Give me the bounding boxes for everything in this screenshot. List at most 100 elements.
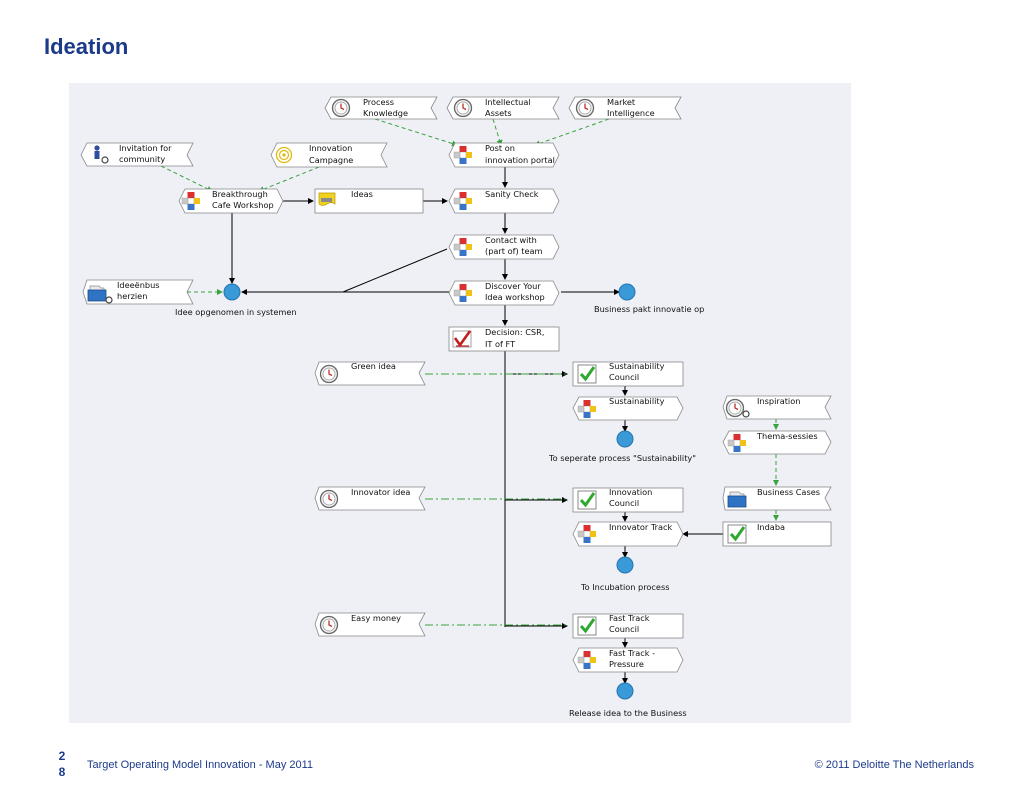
event-process-knowledge: Process Knowledge — [324, 96, 438, 120]
rule-fast-track-council: Fast Track Council — [572, 613, 684, 639]
node-line-2: Council — [609, 624, 639, 634]
event-green-idea: Green idea — [314, 361, 426, 386]
check-icon — [577, 364, 597, 384]
node-line-2: herzien — [117, 291, 147, 301]
event-innovation-campagne: Innovation Campagne — [270, 142, 388, 168]
node-line-1: Sanity Check — [485, 189, 539, 199]
node-line-1: Fast Track — [609, 613, 650, 623]
node-line-1: Contact with — [485, 235, 537, 245]
node-line-2: (part of) team — [485, 246, 543, 256]
function-post-portal: Post on innovation portal — [448, 142, 560, 168]
event-release: Release idea to the Business — [569, 682, 687, 718]
node-line-1: Fast Track - — [609, 648, 655, 658]
node-line-1: Intellectual — [485, 97, 531, 107]
node-line-1: Innovator idea — [351, 487, 410, 497]
node-line-1: Breakthrough — [212, 189, 268, 199]
clock-icon — [319, 489, 339, 509]
page-number: 2 8 — [55, 748, 69, 780]
check-icon — [727, 524, 747, 544]
node-line-2: Intelligence — [607, 108, 655, 118]
folder-icon — [87, 285, 107, 302]
event-label: Release idea to the Business — [569, 708, 687, 718]
function-sustainability: Sustainability — [572, 396, 684, 421]
clock-icon — [331, 98, 351, 118]
event-idee-opgenomen: Idee opgenomen in systemen — [175, 283, 297, 317]
clock-icon — [319, 364, 339, 384]
event-easy-money: Easy money — [314, 612, 426, 637]
node-line-2: Assets — [485, 108, 512, 118]
node-line-1: Indaba — [757, 522, 785, 532]
process-diagram: Process Knowledge Intellectual Assets Ma… — [69, 83, 851, 723]
function-fast-track-pressure: Fast Track - Pressure — [572, 647, 684, 673]
rule-indaba: Indaba — [722, 521, 832, 547]
node-line-1: Innovator Track — [609, 522, 673, 532]
function-sanity-check: Sanity Check — [448, 188, 560, 214]
node-line-2: Council — [609, 498, 639, 508]
rule-sustainability-council: Sustainability Council — [572, 361, 684, 387]
folder-icon — [727, 491, 747, 508]
event-incubation: To Incubation process — [580, 556, 669, 592]
clock-icon — [575, 98, 595, 118]
node-line-1: Sustainability — [609, 396, 665, 406]
page-title: Ideation — [44, 34, 129, 59]
node-line-2: Campagne — [309, 155, 353, 165]
node-line-1: Sustainability — [609, 361, 665, 371]
rule-innovation-council: Innovation Council — [572, 487, 684, 513]
function-discover: Discover Your Idea workshop — [448, 280, 560, 306]
refresh-icon — [105, 296, 113, 304]
node-line-2: innovation portal — [485, 155, 555, 165]
event-inspiration: Inspiration — [722, 395, 832, 420]
connectors — [160, 118, 779, 684]
document-icon — [318, 192, 336, 206]
event-separate-process: To seperate process "Sustainability" — [548, 430, 696, 463]
node-line-2: community — [119, 154, 165, 164]
node-line-2: Cafe Workshop — [212, 200, 274, 210]
footer-title: Target Operating Model Innovation - May … — [87, 759, 314, 771]
node-line-2: IT of FT — [485, 339, 516, 349]
event-intellectual-assets: Intellectual Assets — [446, 96, 560, 120]
event-innovator-idea: Innovator idea — [314, 486, 426, 511]
node-line-2: Council — [609, 372, 639, 382]
node-line-1: Ideeënbus — [117, 280, 160, 290]
swirl-icon — [275, 146, 293, 164]
node-line-1: Process — [363, 97, 394, 107]
person-icon — [94, 145, 109, 164]
node-line-2: Knowledge — [363, 108, 408, 118]
node-line-1: Decision: CSR, — [485, 327, 544, 337]
event-invitation: Invitation for community — [80, 142, 194, 167]
function-breakthrough: Breakthrough Cafe Workshop — [178, 188, 284, 214]
node-line-1: Thema-sessies — [756, 431, 818, 441]
function-innovator-track: Innovator Track — [572, 521, 684, 547]
function-contact-team: Contact with (part of) team — [448, 234, 560, 260]
node-line-1: Market — [607, 97, 636, 107]
decision-check-icon — [452, 330, 472, 348]
check-icon — [577, 490, 597, 510]
clock-icon — [453, 98, 473, 118]
node-line-1: Easy money — [351, 613, 401, 623]
page-number-digit-2: 8 — [58, 765, 66, 779]
page-number-digit-1: 2 — [58, 749, 66, 763]
event-market-intelligence: Market Intelligence — [568, 96, 682, 120]
function-thema-sessies: Thema-sessies — [722, 430, 832, 455]
node-line-1: Ideas — [351, 189, 373, 199]
refresh-icon — [742, 410, 750, 418]
rule-decision: Decision: CSR, IT of FT — [448, 326, 560, 352]
clock-icon — [319, 615, 339, 635]
document-business-cases: Business Cases — [722, 486, 832, 511]
node-line-1: Business Cases — [757, 487, 820, 497]
node-line-2: Idea workshop — [485, 292, 545, 302]
node-line-2: Pressure — [609, 659, 644, 669]
event-label: To seperate process "Sustainability" — [548, 453, 696, 463]
node-line-1: Green idea — [351, 361, 396, 371]
node-line-1: Inspiration — [757, 396, 800, 406]
document-ideas: Ideas — [314, 188, 424, 214]
node-line-1: Innovation — [609, 487, 652, 497]
event-label: Idee opgenomen in systemen — [175, 307, 297, 317]
event-business-pakt: Business pakt innovatie op — [594, 283, 704, 314]
event-label: To Incubation process — [580, 582, 669, 592]
node-line-1: Innovation — [309, 143, 352, 153]
node-line-1: Post on — [485, 143, 515, 153]
event-label: Business pakt innovatie op — [594, 304, 704, 314]
clock-icon — [725, 398, 745, 418]
document-ideeenbus: Ideeënbus herzien — [82, 279, 194, 305]
